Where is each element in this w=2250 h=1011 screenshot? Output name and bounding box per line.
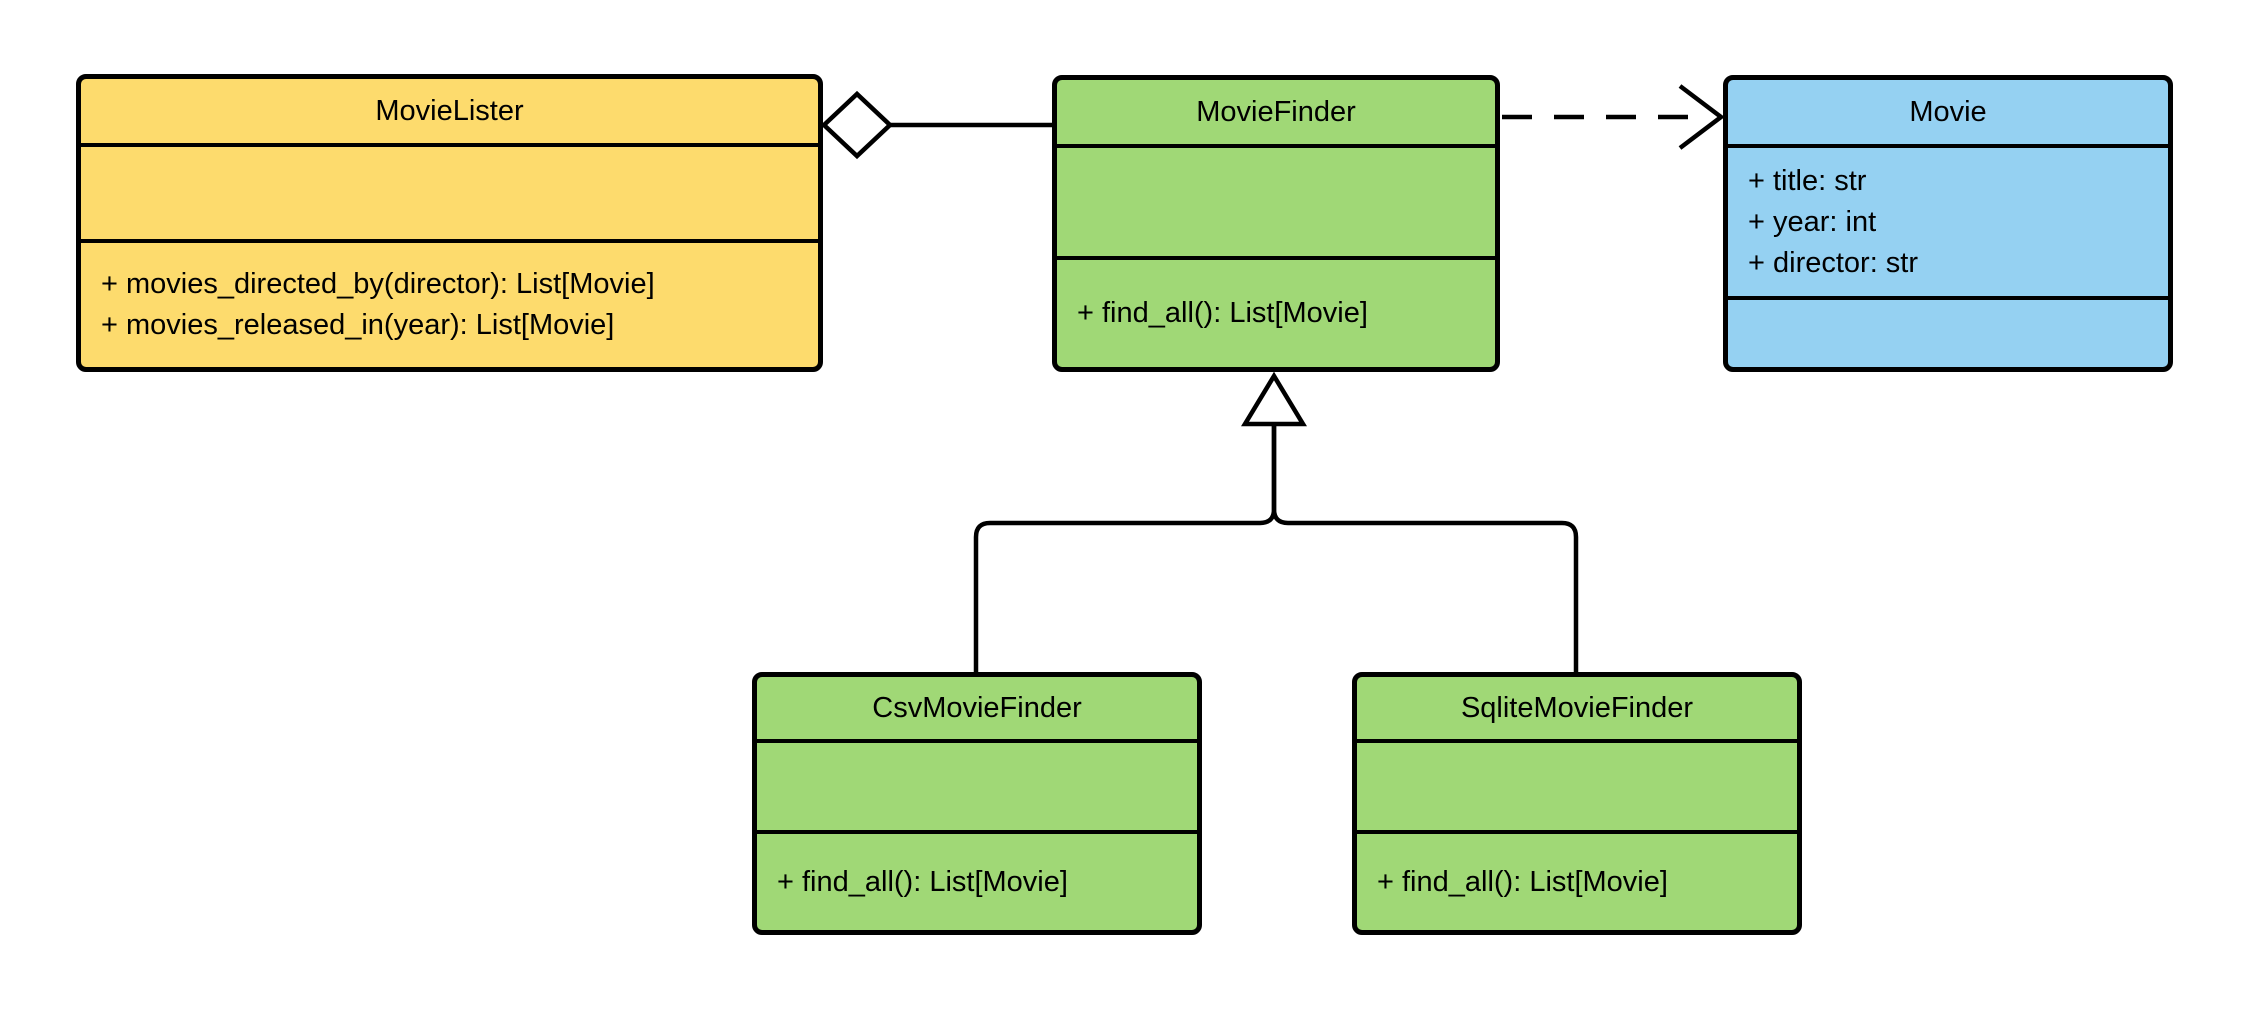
attribute-title: + title: str [1748, 164, 1867, 197]
class-csvmoviefinder: CsvMovieFinder + find_all(): List[Movie] [752, 672, 1202, 935]
class-moviefinder-title: MovieFinder [1057, 80, 1495, 148]
class-sqlitemoviefinder-methods-compartment: + find_all(): List[Movie] [1357, 834, 1797, 930]
class-moviefinder: MovieFinder + find_all(): List[Movie] [1052, 75, 1500, 372]
class-movie-methods-compartment [1728, 300, 2168, 367]
method-find-all: + find_all(): List[Movie] [1077, 297, 1368, 329]
class-movielister: MovieLister + movies_directed_by(directo… [76, 74, 823, 372]
inheritance-connector-tree [973, 371, 1579, 674]
aggregation-diamond-icon [820, 90, 894, 160]
class-movie-title: Movie [1728, 80, 2168, 148]
inheritance-triangle-icon [1241, 371, 1307, 427]
class-csvmoviefinder-title: CsvMovieFinder [757, 677, 1197, 743]
class-csvmoviefinder-methods-compartment: + find_all(): List[Movie] [757, 834, 1197, 930]
class-movielister-attributes-compartment [81, 147, 818, 243]
class-movie: Movie + title: str + year: int + directo… [1723, 75, 2173, 372]
class-movie-attributes-compartment: + title: str + year: int + director: str [1728, 148, 2168, 300]
class-sqlitemoviefinder-attributes-compartment [1357, 743, 1797, 834]
class-movielister-methods-compartment: + movies_directed_by(director): List[Mov… [81, 243, 818, 367]
method-find-all: + find_all(): List[Movie] [1377, 865, 1668, 898]
class-moviefinder-methods-compartment: + find_all(): List[Movie] [1057, 260, 1495, 367]
class-movielister-title: MovieLister [81, 79, 818, 147]
class-sqlitemoviefinder: SqliteMovieFinder + find_all(): List[Mov… [1352, 672, 1802, 935]
dependency-connector-moviefinder-movie [1502, 84, 1725, 150]
method-find-all: + find_all(): List[Movie] [777, 865, 1068, 898]
class-csvmoviefinder-attributes-compartment [757, 743, 1197, 834]
class-sqlitemoviefinder-title: SqliteMovieFinder [1357, 677, 1797, 743]
class-moviefinder-attributes-compartment [1057, 148, 1495, 260]
aggregation-connector-movielister-moviefinder [820, 90, 1056, 160]
attribute-director: + director: str [1748, 246, 1919, 279]
method-movies-directed-by: + movies_directed_by(director): List[Mov… [101, 268, 655, 300]
inheritance-branch-sqlitemoviefinder [1271, 424, 1579, 674]
inheritance-branch-csvmoviefinder [973, 424, 1277, 674]
method-movies-released-in: + movies_released_in(year): List[Movie] [101, 309, 615, 341]
dependency-arrowhead-icon [1678, 84, 1725, 150]
attribute-year: + year: int [1748, 205, 1877, 238]
